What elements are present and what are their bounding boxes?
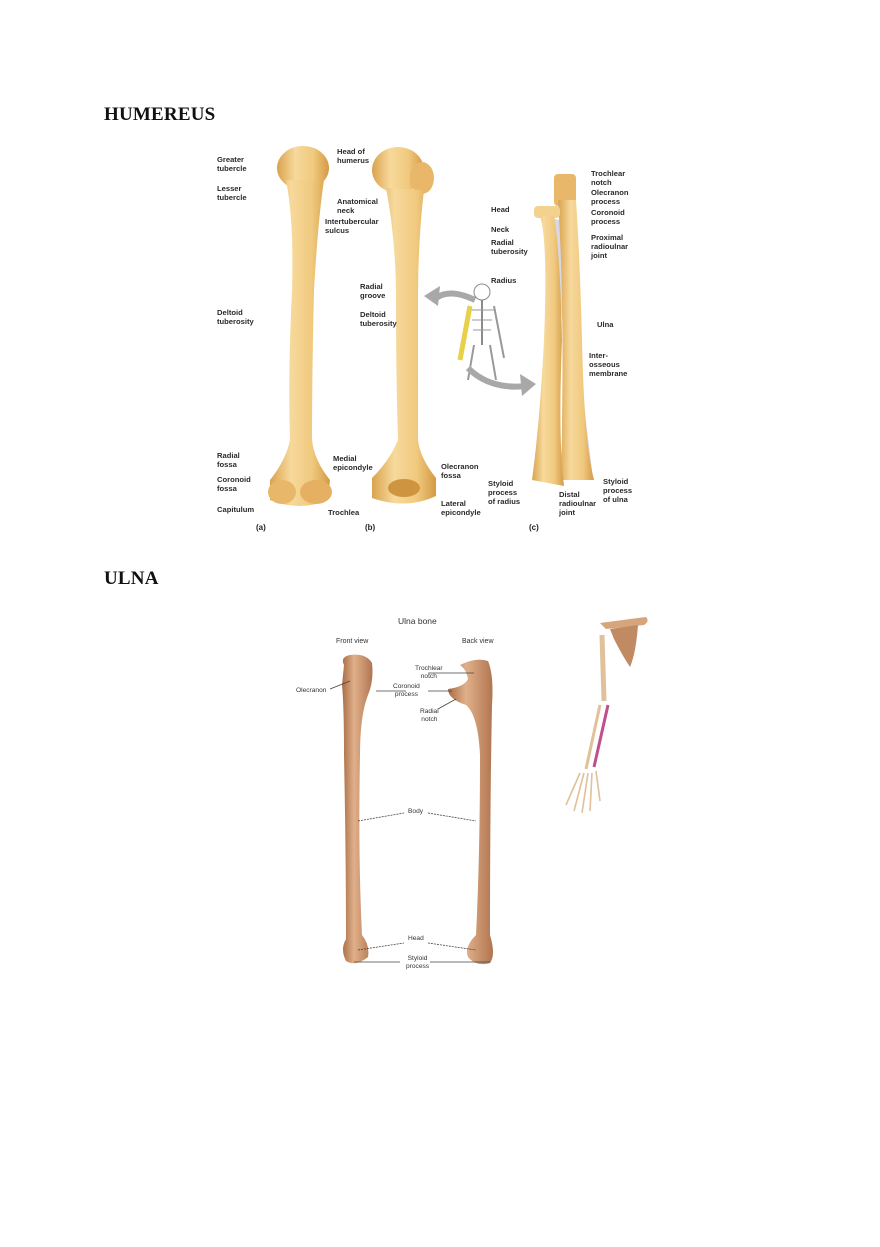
label-lesser-tubercle: Lesser tubercle — [217, 184, 247, 202]
humerus-illustration — [268, 146, 594, 506]
label-radial-groove: Radial groove — [360, 282, 386, 300]
label-deltoid-tuberosity-b: Deltoid tuberosity — [360, 310, 397, 328]
skeleton-orientation-icon — [424, 283, 536, 396]
ulna-figure-title: Ulna bone — [398, 616, 437, 626]
leader-lines — [329, 672, 490, 963]
humerus-figure: Greater tubercle Lesser tubercle Deltoid… — [200, 140, 650, 540]
label-intertubercular-sulcus: Intertubercular sulcus — [325, 217, 379, 235]
label-styloid-process-of-radius: Styloid process of radius — [488, 479, 521, 506]
label-body: Body — [408, 808, 424, 815]
section-heading-humerus: HUMEREUS — [104, 104, 216, 125]
label-distal-radioulnar-joint: Distal radioulnar joint — [559, 490, 597, 517]
ulna-back-view — [448, 659, 493, 965]
humerus-anterior-view — [268, 146, 332, 506]
label-anatomical-neck: Anatomical neck — [337, 197, 378, 215]
label-interosseous-membrane: Inter- osseous membrane — [589, 351, 628, 378]
label-coronoid-process: Coronoid process — [591, 208, 625, 226]
arm-skeleton-icon — [565, 617, 648, 814]
label-neck: Neck — [491, 225, 510, 234]
ulna-illustration — [329, 617, 648, 965]
label-head-of-humerus: Head of humerus — [337, 147, 370, 165]
label-radius: Radius — [491, 276, 517, 285]
section-heading-ulna: ULNA — [104, 568, 159, 589]
panel-label-a: (a) — [256, 523, 266, 532]
humerus-posterior-view — [372, 147, 436, 504]
label-olecranon: Olecranon — [296, 687, 327, 694]
label-head: Head — [491, 205, 510, 214]
label-head-ulna: Head — [408, 935, 424, 942]
label-capitulum: Capitulum — [217, 505, 255, 514]
label-proximal-radioulnar-joint: Proximal radioulnar joint — [591, 233, 629, 260]
label-radial-tuberosity: Radial tuberosity — [491, 238, 528, 256]
panel-label-c: (c) — [529, 523, 539, 532]
label-styloid-process-of-ulna: Styloid process of ulna — [603, 477, 633, 504]
radius-ulna-view — [532, 174, 594, 486]
label-olecranon-process: Olecranon process — [591, 188, 629, 206]
label-coronoid-fossa: Coronoid fossa — [217, 475, 251, 493]
label-styloid-process-ulna: Styloid process — [406, 955, 430, 970]
label-deltoid-tuberosity-a: Deltoid tuberosity — [217, 308, 254, 326]
label-ulna: Ulna — [597, 320, 614, 329]
label-lateral-epicondyle: Lateral epicondyle — [441, 499, 481, 517]
label-trochlea: Trochlea — [328, 508, 360, 517]
ulna-front-view — [342, 654, 373, 964]
label-radial-fossa: Radial fossa — [217, 451, 240, 469]
label-greater-tubercle: Greater tubercle — [217, 155, 247, 173]
label-radial-notch: Radial notch — [420, 708, 439, 723]
back-view-label: Back view — [462, 638, 494, 645]
label-trochlear-notch-ulna: Trochlear notch — [415, 665, 443, 680]
panel-label-b: (b) — [365, 523, 376, 532]
label-coronoid-process-ulna: Coronoid process — [393, 683, 420, 698]
label-olecranon-fossa: Olecranon fossa — [441, 462, 479, 480]
label-trochlear-notch: Trochlear notch — [591, 169, 626, 187]
front-view-label: Front view — [336, 638, 369, 645]
label-medial-epicondyle: Medial epicondyle — [333, 454, 373, 472]
ulna-figure: Ulna bone Front view Back view Olecranon… — [280, 605, 680, 985]
